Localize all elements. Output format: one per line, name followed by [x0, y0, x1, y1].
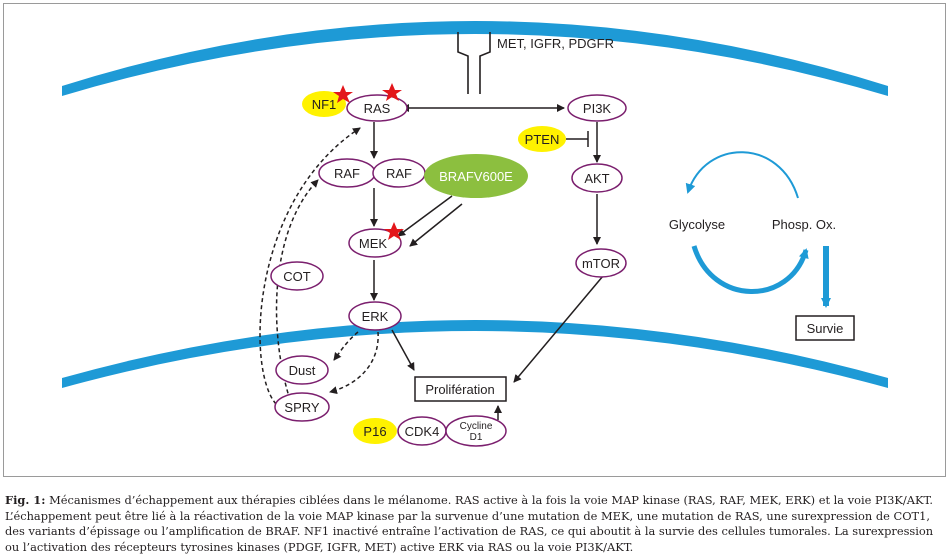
spry-label: SPRY: [284, 400, 319, 415]
akt-label: AKT: [584, 171, 609, 186]
dashed-erk-dust: [333, 331, 359, 361]
dashed-erk-spry: [329, 331, 379, 395]
pi3k-node: [567, 94, 627, 122]
figure-frame: [3, 3, 946, 477]
arrow-erk-proliferation: [391, 329, 415, 371]
survie-label: Survie: [807, 321, 844, 336]
cot-node: [270, 261, 324, 291]
braf-label: BRAFV600E: [439, 169, 513, 184]
nf1-mutation-star-icon: [333, 85, 353, 103]
ras-mutation-star-icon: [382, 83, 402, 101]
arrow-braf-mek-1: [397, 195, 453, 237]
cycline-label-line1: Cycline: [460, 421, 493, 432]
survie-box: [795, 315, 855, 341]
pten-label: PTEN: [525, 132, 560, 147]
p16-label: P16: [363, 424, 386, 439]
pathway-diagram: MET, IGFR, PDGFR NF1 RAS PI3K PTEN RAF: [62, 21, 888, 447]
proliferation-label: Prolifération: [425, 382, 494, 397]
caption-text: Mécanismes d’échappement aux thérapies c…: [5, 493, 934, 554]
p16-node: [353, 418, 397, 444]
raf-label-2: RAF: [386, 166, 412, 181]
glycolyse-label: Glycolyse: [669, 217, 725, 232]
cot-label: COT: [283, 269, 311, 284]
cycle-arrow-bottom-icon: [691, 245, 809, 294]
akt-node: [571, 163, 623, 193]
cycline-label-line2: D1: [470, 432, 483, 443]
phosp-ox-label: Phosp. Ox.: [772, 217, 836, 232]
receptor-label: MET, IGFR, PDGFR: [497, 36, 614, 51]
cycline-d1-node: [445, 415, 507, 447]
raf-label-1: RAF: [334, 166, 360, 181]
mek-mutation-star-icon: [384, 222, 404, 240]
ras-label: RAS: [364, 101, 391, 116]
nf1-label: NF1: [312, 97, 337, 112]
erk-label: ERK: [362, 309, 389, 324]
top-membrane: [62, 21, 888, 96]
erk-node: [348, 301, 402, 331]
proliferation-box: [414, 376, 507, 402]
mek-label: MEK: [359, 236, 388, 251]
receptor-icon: [457, 32, 491, 94]
spry-node: [274, 392, 330, 422]
figure-caption: Fig. 1: Mécanismes d’échappement aux thé…: [5, 493, 947, 555]
mtor-node: [575, 248, 627, 278]
cycle-arrow-top-icon: [685, 151, 799, 199]
pten-node: [518, 126, 566, 152]
caption-label: Fig. 1:: [5, 493, 46, 507]
dust-label: Dust: [289, 363, 316, 378]
ras-node: [346, 94, 408, 122]
dust-node: [275, 355, 329, 385]
dashed-spry-ras: [259, 127, 361, 405]
arrow-mtor-proliferation: [513, 275, 604, 383]
cdk4-label: CDK4: [405, 424, 440, 439]
mtor-label: mTOR: [582, 256, 620, 271]
bottom-membrane: [62, 320, 888, 388]
pi3k-label: PI3K: [583, 101, 612, 116]
arrow-braf-mek-2: [409, 203, 463, 247]
braf-node: [424, 154, 528, 198]
nf1-node: [302, 91, 346, 117]
mek-node: [348, 228, 402, 258]
